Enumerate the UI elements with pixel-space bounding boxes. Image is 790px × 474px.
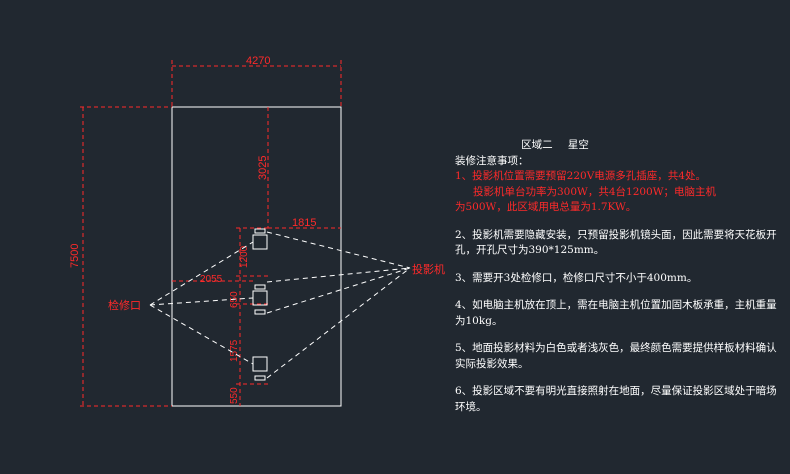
projector-2-tag-b — [254, 309, 266, 315]
note-item-1: 1、投影机位置需要预留220V电源多孔插座，共4处。 投影机单台功率为300W，… — [455, 169, 785, 216]
notes-heading: 装修注意事项： — [455, 154, 529, 167]
note-item-6: 6、投影区域不要有明光直接照射在地面，尽量保证投影区域处于暗场环境。 — [455, 385, 777, 413]
dim-spacing-d-label: 1575 — [229, 339, 240, 362]
notes-title-name: 星空 — [567, 139, 589, 151]
note-item-1-line2: 投影机单台功率为300W，共4台1200W；电脑主机 — [473, 185, 717, 198]
projector-1-tag — [254, 228, 266, 234]
projector-label: 投影机 — [412, 262, 445, 276]
dim-top-width-label: 4270 — [246, 55, 270, 67]
dim-vertical-chain — [236, 107, 341, 406]
projector-2 — [252, 290, 268, 306]
projector-2-tag — [254, 284, 266, 290]
dim-projector-offset-label: 1815 — [292, 217, 316, 229]
room-outline — [171, 106, 342, 407]
projector-1 — [252, 234, 268, 250]
dim-total-height — [80, 106, 172, 407]
notes-panel: 区域二 星空 装修注意事项： 1、投影机位置需要预留220V电源多孔插座，共4处… — [455, 138, 785, 427]
note-item-3: 3、需要开3处检修口，检修口尺寸不小于400mm。 — [455, 271, 698, 284]
note-item-1-line3: 为500W，此区域用电总量为1.7KW。 — [455, 201, 637, 213]
notes-title: 区域二 星空 — [455, 138, 655, 154]
note-item-2: 2、投影机需要隐藏安装，只预留投影机镜头面，因此需要将天花板开孔，开孔尺寸为39… — [455, 228, 777, 257]
dim-total-height-label: 7500 — [69, 244, 81, 268]
dim-spacing-b-label: 2055 — [200, 274, 223, 285]
projection-lines-right — [266, 231, 411, 379]
note-item-4: 4、如电脑主机放在顶上，需在电脑主机位置加固木板承重，主机重量为10kg。 — [455, 299, 777, 327]
projector-3 — [252, 356, 268, 372]
access-port-lines — [149, 241, 254, 365]
dim-bottom-offset-label: 550 — [229, 387, 240, 404]
projector-units — [252, 228, 268, 381]
access-port-label: 检修口 — [108, 298, 141, 312]
note-item-1-line1: 1、投影机位置需要预留220V电源多孔插座，共4处。 — [455, 170, 706, 182]
note-item-5: 5、地面投影材料为白色或者浅灰色，最终颜色需要提供样板材料确认实际投影效果。 — [455, 342, 777, 370]
dim-top-offset-label: 3025 — [257, 156, 269, 180]
dim-spacing-a-label: 1200 — [239, 245, 250, 268]
notes-title-region: 区域二 — [521, 139, 553, 151]
dim-top-width — [171, 60, 342, 107]
projector-3-tag — [254, 375, 266, 381]
